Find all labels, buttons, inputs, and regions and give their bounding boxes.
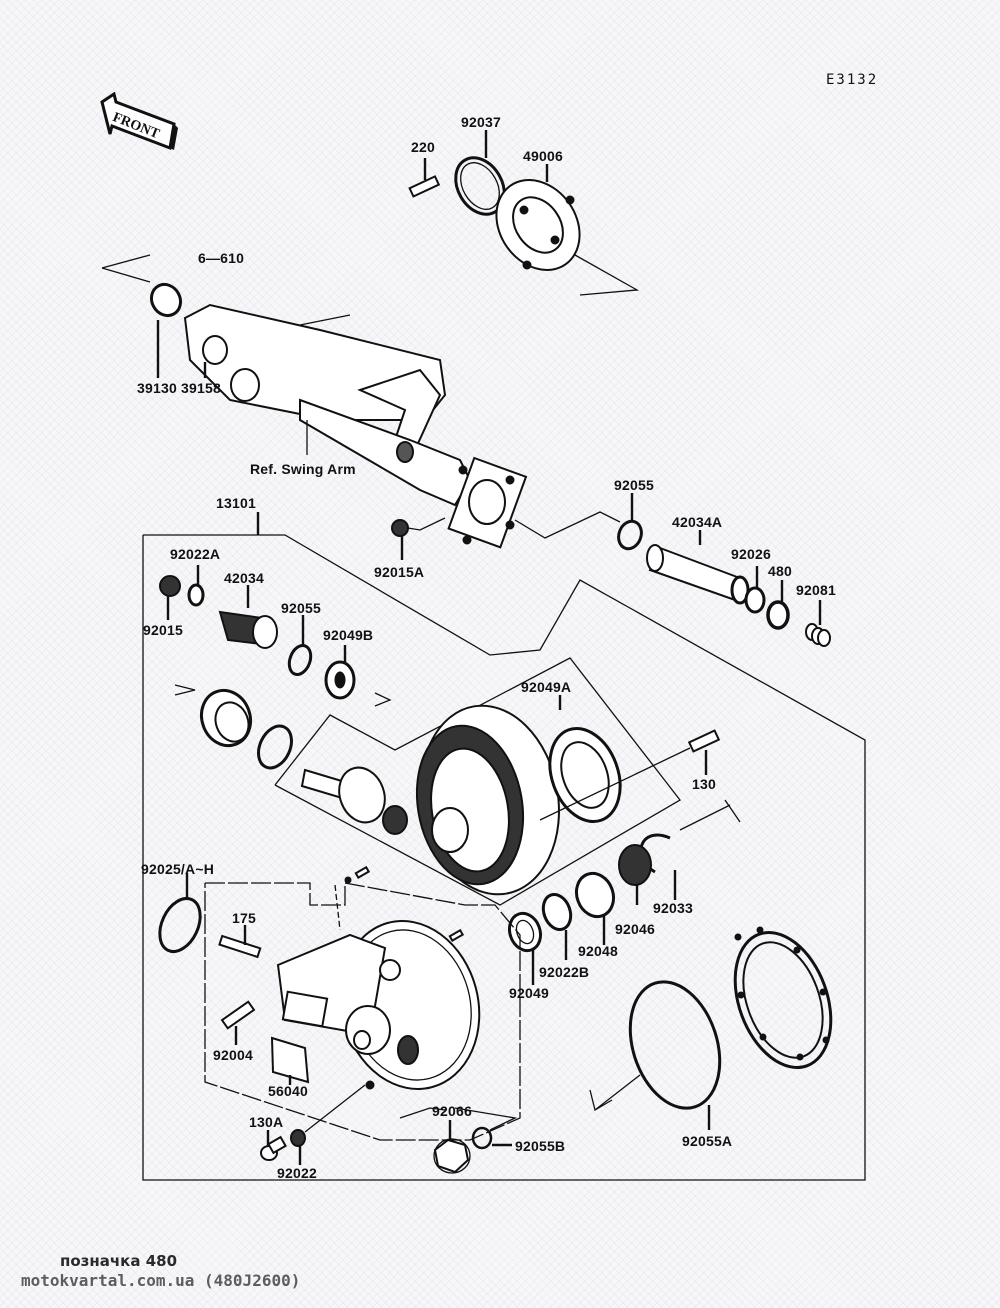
final-gear-case — [276, 920, 481, 1090]
bearing-92046 — [618, 844, 652, 905]
part-label-92055B: 92055B — [515, 1138, 566, 1154]
assembly-13101-outline — [142, 512, 866, 1181]
part-label-42034: 42034 — [224, 570, 264, 586]
washer-92022A — [187, 565, 205, 607]
ref-swing-arm-label: Ref. Swing Arm — [250, 461, 356, 477]
part-label-13101: 13101 — [216, 495, 256, 511]
part-label-92046: 92046 — [615, 921, 655, 937]
nut-92015A — [391, 517, 446, 560]
oring-92055A — [589, 980, 722, 1130]
swing-arm — [101, 254, 528, 549]
part-label-39130: 39130 — [137, 380, 177, 396]
pinion-gear — [300, 766, 408, 835]
gasket-92025 — [158, 873, 202, 953]
part-label-92037: 92037 — [461, 114, 501, 130]
part-label-92022: 92022 — [277, 1165, 317, 1181]
seal-92049A — [548, 695, 622, 823]
part-label-92055-mid: 92055 — [281, 600, 321, 616]
oring-92055-mid — [287, 615, 313, 677]
gasket-plate — [733, 926, 833, 1069]
part-label-92015: 92015 — [143, 622, 183, 638]
part-label-92004: 92004 — [213, 1047, 253, 1063]
ring-gear — [415, 704, 560, 896]
part-label-92048: 92048 — [578, 943, 618, 959]
part-label-92025: 92025/A~H — [141, 861, 215, 877]
part-label-92022A: 92022A — [170, 546, 221, 562]
part-label-175: 175 — [232, 910, 256, 926]
front-arrow-icon — [100, 91, 178, 151]
clamp-92037 — [454, 130, 506, 216]
gear-42034 — [218, 585, 278, 649]
cover-49006 — [495, 164, 640, 296]
part-label-6-610: 6—610 — [198, 250, 245, 266]
pipe-42034A — [646, 530, 750, 605]
part-label-49006: 49006 — [523, 148, 563, 164]
sensor-92004 — [220, 1000, 256, 1045]
part-label-42034A: 42034A — [672, 514, 723, 530]
part-label-92022B: 92022B — [539, 964, 590, 980]
nut-92015 — [159, 575, 181, 620]
washer-92026 — [744, 566, 766, 614]
race-92048 — [574, 871, 616, 945]
seal-480 — [766, 580, 790, 630]
part-label-92055-top: 92055 — [614, 477, 654, 493]
bolt-220 — [408, 158, 441, 198]
part-label-220: 220 — [411, 139, 435, 155]
part-label-92049B: 92049B — [323, 627, 374, 643]
part-label-92015A: 92015A — [374, 564, 425, 580]
front-direction-badge: FRONT — [96, 91, 180, 152]
part-label-130: 130 — [692, 776, 716, 792]
ring-92033 — [639, 799, 741, 900]
part-label-92081: 92081 — [796, 582, 836, 598]
footer-source: motokvartal.com.ua (480J2600) — [21, 1271, 301, 1290]
diagram-code: E3132 — [826, 72, 879, 88]
part-label-92049A: 92049A — [521, 679, 572, 695]
bearing-92049B — [324, 645, 356, 700]
oring-92055-top — [617, 493, 643, 551]
footer-caption: позначка 480 — [60, 1252, 178, 1270]
plug-92066 — [399, 1107, 471, 1174]
part-label-92049: 92049 — [509, 985, 549, 1001]
stud-175 — [218, 925, 262, 959]
spring-92081 — [805, 600, 831, 647]
oring-92055B — [454, 1107, 518, 1150]
part-label-92055A: 92055A — [682, 1133, 733, 1149]
label-plate-56040 — [270, 1036, 310, 1085]
bolt-130 — [539, 729, 721, 821]
oring-left — [257, 724, 293, 770]
nut-ring — [199, 688, 253, 748]
part-label-39158: 39158 — [181, 380, 221, 396]
part-label-480: 480 — [768, 563, 792, 579]
part-label-92033: 92033 — [653, 900, 693, 916]
part-label-92066: 92066 — [432, 1103, 472, 1119]
part-label-92026: 92026 — [731, 546, 771, 562]
part-label-130A: 130A — [249, 1114, 284, 1130]
seal-92049 — [507, 911, 543, 985]
washer-92022 — [290, 1084, 366, 1165]
bolt-130A — [260, 1130, 287, 1161]
pin-dots — [334, 865, 465, 942]
part-label-56040: 56040 — [268, 1083, 308, 1099]
shim-92022B — [541, 893, 573, 960]
